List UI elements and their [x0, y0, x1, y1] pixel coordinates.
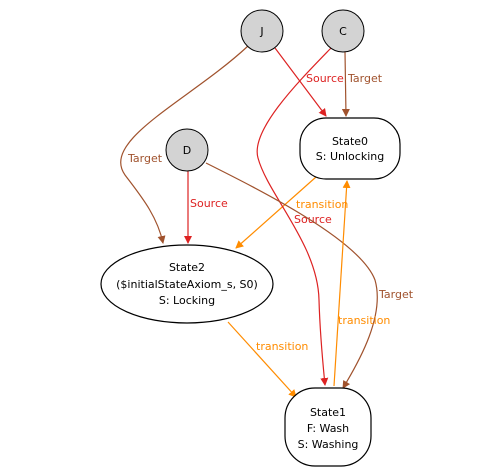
node-state0-line-2: S: Unlocking — [316, 150, 384, 163]
node-state2-shape — [100, 244, 274, 324]
edge-state1-state0-label: transition — [338, 314, 390, 327]
edge-d-state2-label: Source — [190, 197, 228, 210]
edge-j-state0-label: Source — [306, 72, 344, 85]
edge-state2-state1-line — [227, 321, 297, 398]
edge-j-state2-label: Target — [127, 152, 163, 165]
node-c-label: C — [339, 25, 347, 38]
edge-d-state2: Source — [184, 171, 228, 244]
edge-j-state2-line — [120, 45, 249, 244]
node-c[interactable]: C — [321, 9, 365, 53]
edge-c-state0-line — [341, 51, 350, 117]
edge-d-state1-line — [205, 162, 378, 389]
node-state2-line-1: State2 — [169, 261, 205, 274]
edge-c-state0-label: Target — [347, 72, 383, 85]
node-state1-shape — [284, 387, 372, 467]
node-state0-shape — [299, 117, 401, 180]
node-state0[interactable]: State0 S: Unlocking — [299, 117, 401, 180]
node-d-shape — [165, 128, 209, 172]
node-d[interactable]: D — [165, 128, 209, 172]
edge-d-state1: Target — [205, 162, 414, 389]
edge-state2-state1: transition — [227, 321, 308, 398]
node-state2-line-3: S: Locking — [159, 294, 215, 307]
node-j-label: J — [259, 25, 263, 38]
node-c-shape — [321, 9, 365, 53]
node-state1-line-1: State1 — [310, 406, 346, 419]
edge-d-state1-label: Target — [378, 288, 414, 301]
edge-state0-state2-label: transition — [296, 198, 348, 211]
edge-state1-state0-line — [333, 180, 351, 387]
node-d-label: D — [183, 144, 191, 157]
edge-c-state0: Target — [341, 51, 383, 117]
edge-c-state1-label: Source — [294, 213, 332, 226]
edge-state0-state2-line — [235, 176, 317, 249]
edge-j-state0: Source — [274, 47, 344, 117]
node-state1-line-2: F: Wash — [307, 422, 349, 435]
node-state1-line-3: S: Washing — [298, 438, 359, 451]
edge-state2-state1-label: transition — [256, 340, 308, 353]
edge-c-state1-line — [256, 47, 332, 386]
edge-j-state2: Target — [120, 45, 249, 244]
node-j-shape — [240, 9, 284, 53]
node-state2-line-2: ($initialStateAxiom_s, S0) — [116, 278, 258, 291]
edge-c-state1: Source — [256, 47, 332, 386]
edge-state1-state0: transition — [333, 180, 390, 387]
node-state0-line-1: State0 — [332, 135, 368, 148]
edge-state0-state2: transition — [235, 176, 348, 249]
node-state2[interactable]: State2 ($initialStateAxiom_s, S0) S: Loc… — [100, 244, 274, 324]
node-j[interactable]: J — [240, 9, 284, 53]
node-state1[interactable]: State1 F: Wash S: Washing — [284, 387, 372, 467]
edge-j-state0-line — [274, 47, 327, 117]
